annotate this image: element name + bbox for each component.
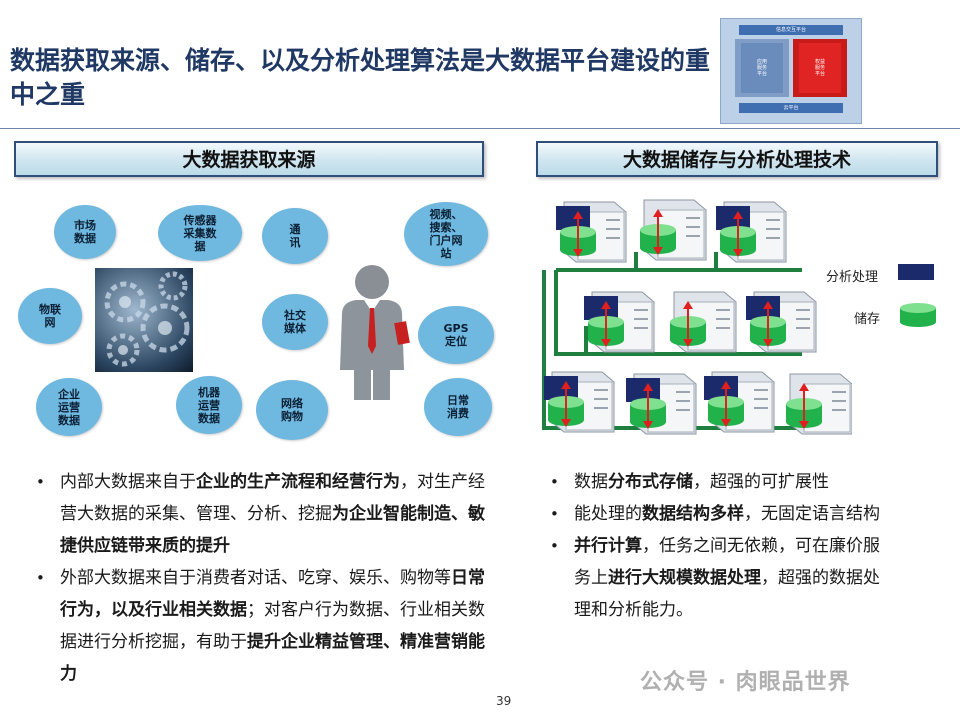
bullet-emphasis: 分布式存储: [608, 472, 693, 492]
data-flow-arrowhead: [573, 211, 583, 219]
platform-thumbnail: 信息交互平台 应用 服务 平台 权益 服务 平台 云平台: [720, 18, 862, 124]
legend-processing-swatch: [898, 264, 934, 280]
data-flow-arrowhead: [601, 339, 611, 347]
bubble-gps: GPS 定位: [418, 306, 494, 364]
right-bullet-3: 并行计算，任务之间无依赖，可在廉价服务上进行大规模数据处理，超强的数据处理和分析…: [544, 530, 894, 626]
bullet-text: 外部大数据来自于消费者对话、吃穿、娱乐、购物等: [60, 568, 451, 588]
data-flow-arrowhead: [763, 339, 773, 347]
data-flow-arrowhead: [643, 383, 653, 391]
page-number: 39: [496, 694, 512, 708]
bubble-machine-ops-data: 机器 运营 数据: [176, 376, 242, 434]
data-flow-arrowhead: [799, 421, 809, 429]
business-person-illustration: [340, 265, 410, 400]
data-flow-arrowhead: [763, 301, 773, 309]
processing-block: [544, 376, 578, 400]
cluster-diagram: [542, 199, 852, 435]
processing-block: [556, 206, 590, 230]
thumb-right-label: 权益 服务 平台: [814, 59, 825, 77]
data-flow-arrowhead: [653, 247, 663, 255]
data-flow-arrowhead: [799, 383, 809, 391]
processing-block: [584, 296, 618, 320]
bubble-social-media: 社交 媒体: [262, 294, 328, 350]
bullet-emphasis: 进行大规模数据处理: [608, 568, 761, 588]
bubble-video-search-portal: 视频、 搜索、 门户网 站: [404, 202, 488, 266]
bubble-market-data: 市场 数据: [54, 205, 116, 259]
data-flow-arrowhead: [733, 211, 743, 219]
bullet-emphasis: 数据结构多样: [642, 504, 744, 524]
right-section-header: 大数据储存与分析处理技术: [536, 141, 938, 177]
legend-storage-label: 储存: [854, 312, 881, 327]
processing-block: [704, 376, 738, 400]
watermark: 公众号 · 肉眼品世界: [640, 670, 851, 695]
thumb-bottom-label: 云平台: [783, 105, 799, 111]
bullet-text: ，超强的可扩展性: [693, 472, 829, 492]
bullet-text: ，无固定语言结构: [744, 504, 880, 524]
gears-image: [95, 268, 193, 372]
left-bullet-list: 内部大数据来自于企业的生产流程和经营行为，对生产经营大数据的采集、管理、分析、挖…: [30, 466, 490, 690]
data-flow-arrowhead: [601, 301, 611, 309]
data-flow-arrowhead: [643, 421, 653, 429]
slide-title: 数据获取来源、储存、以及分析处理算法是大数据平台建设的重中之重: [10, 46, 711, 109]
processing-block: [716, 206, 750, 230]
right-bullet-1: 数据分布式存储，超强的可扩展性: [544, 466, 894, 498]
data-flow-arrowhead: [683, 301, 693, 309]
legend-processing-label: 分析处理: [826, 270, 879, 285]
data-flow-arrowhead: [573, 249, 583, 257]
data-flow-arrowhead: [561, 381, 571, 389]
bullet-text: ，任务之间无依赖，可在廉价服务上: [574, 536, 880, 588]
processing-block: [626, 378, 660, 402]
data-flow-arrowhead: [733, 249, 743, 257]
left-bullet-2: 外部大数据来自于消费者对话、吃穿、娱乐、购物等日常行为，以及行业相关数据；对客户…: [30, 562, 490, 690]
data-flow-arrowhead: [721, 381, 731, 389]
bullet-emphasis: 为企业智能制造、敏捷供应链带来质的提升: [60, 504, 485, 556]
legend-storage-swatch: [900, 303, 936, 327]
bubble-daily-consumption: 日常 消费: [424, 378, 492, 436]
title-divider: [0, 128, 960, 129]
bullet-emphasis: 提升企业精益管理、精准营销能力: [60, 632, 485, 684]
bullet-text: 数据: [574, 472, 608, 492]
bullet-emphasis: 并行计算: [574, 536, 642, 556]
right-bullet-list: 数据分布式存储，超强的可扩展性 能处理的数据结构多样，无固定语言结构 并行计算，…: [544, 466, 894, 626]
bullet-emphasis: 企业的生产流程和经营行为: [196, 472, 400, 492]
data-flow-arrowhead: [721, 419, 731, 427]
bubble-enterprise-ops-data: 企业 运营 数据: [36, 378, 102, 436]
bullet-text: 内部大数据来自于: [60, 472, 196, 492]
thumb-left-label: 应用 服务 平台: [756, 59, 767, 77]
bullet-text: ，超强的数据处理和分析能力。: [574, 568, 880, 620]
data-flow-arrowhead: [683, 339, 693, 347]
left-bullet-1: 内部大数据来自于企业的生产流程和经营行为，对生产经营大数据的采集、管理、分析、挖…: [30, 466, 490, 562]
bullet-emphasis: 日常行为，以及行业相关数据: [60, 568, 485, 620]
bubble-online-shopping: 网络 购物: [256, 380, 328, 440]
cluster-link: [554, 270, 576, 356]
processing-block: [746, 296, 780, 320]
thumb-top-label: 信息交互平台: [775, 27, 806, 33]
bullet-text: ，对生产经营大数据的采集、管理、分析、挖掘: [60, 472, 485, 524]
right-bullet-2: 能处理的数据结构多样，无固定语言结构: [544, 498, 894, 530]
bubble-communication: 通 讯: [262, 208, 328, 264]
bubble-iot: 物联 网: [18, 288, 82, 344]
bubble-sensor-data: 传感器 采集数 据: [158, 205, 242, 261]
bullet-text: ；对客户行为数据、行业相关数据进行分析挖掘，有助于: [60, 600, 485, 652]
bullet-text: 能处理的: [574, 504, 642, 524]
data-flow-arrowhead: [561, 419, 571, 427]
left-section-header: 大数据获取来源: [14, 141, 484, 177]
data-flow-arrowhead: [653, 209, 663, 217]
